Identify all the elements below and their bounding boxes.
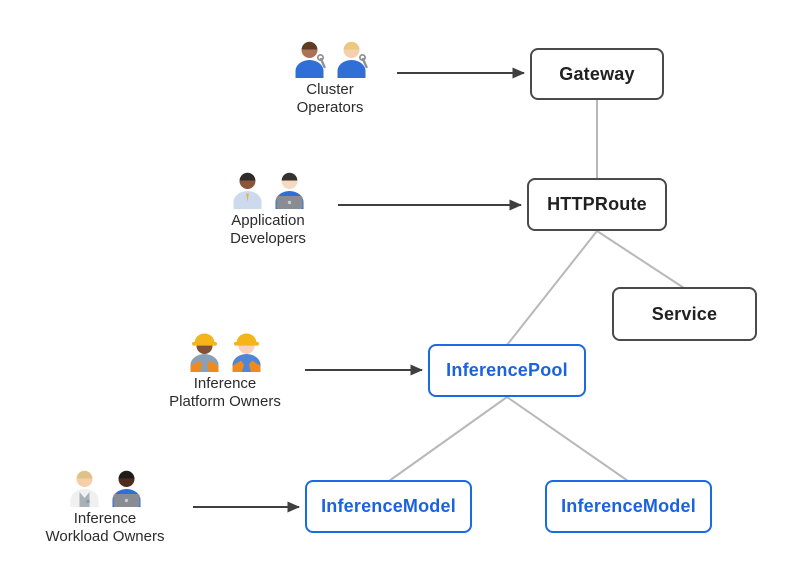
persona-inference-workload-owners: Inference Workload Owners [20,463,190,546]
inference-platform-owners-emoji-icon [186,328,265,372]
man-construction-worker-emoji [232,333,260,372]
application-developers-label: Application Developers [230,212,306,247]
woman-technologist-emoji [275,172,303,209]
gateway-label: Gateway [559,63,635,84]
man-mechanic-emoji [295,41,326,78]
man-office-worker-emoji [233,172,261,209]
httproute-label: HTTPRoute [547,194,647,214]
service-node: Service [612,287,757,341]
inference-workload-owners-label: Inference Workload Owners [45,510,165,545]
edge-inferencepool-inferencemodel-left [388,396,508,482]
edge-inferencepool-inferencemodel-right [506,396,629,482]
cluster-operators-label: Cluster Operators [296,81,364,116]
health-worker-emoji [70,470,98,507]
edge-httproute-inferencepool [506,230,598,346]
persona-cluster-operators: Cluster Operators [245,34,415,117]
httproute-node: HTTPRoute [527,178,667,231]
inferencemodel-right-label: InferenceModel [561,496,696,516]
woman-mechanic-emoji [337,41,368,78]
inferencepool-label: InferencePool [446,360,568,380]
inference-workload-owners-emoji-icon [66,463,145,507]
application-developers-emoji-icon [229,165,308,209]
woman-construction-worker-emoji [190,333,218,372]
persona-application-developers: Application Developers [183,165,353,248]
inferencemodel-left-label: InferenceModel [321,496,456,516]
service-label: Service [651,303,718,324]
persona-inference-platform-owners: Inference Platform Owners [140,328,310,411]
inferencemodel-node-left: InferenceModel [305,480,472,533]
man-technologist-emoji [112,470,140,507]
inferencemodel-node-right: InferenceModel [545,480,712,533]
gateway-node: Gateway [530,48,664,100]
inferencepool-node: InferencePool [428,344,586,397]
cluster-operators-emoji-icon [291,34,370,78]
inference-platform-owners-label: Inference Platform Owners [169,375,281,410]
edge-httproute-service [596,230,685,289]
